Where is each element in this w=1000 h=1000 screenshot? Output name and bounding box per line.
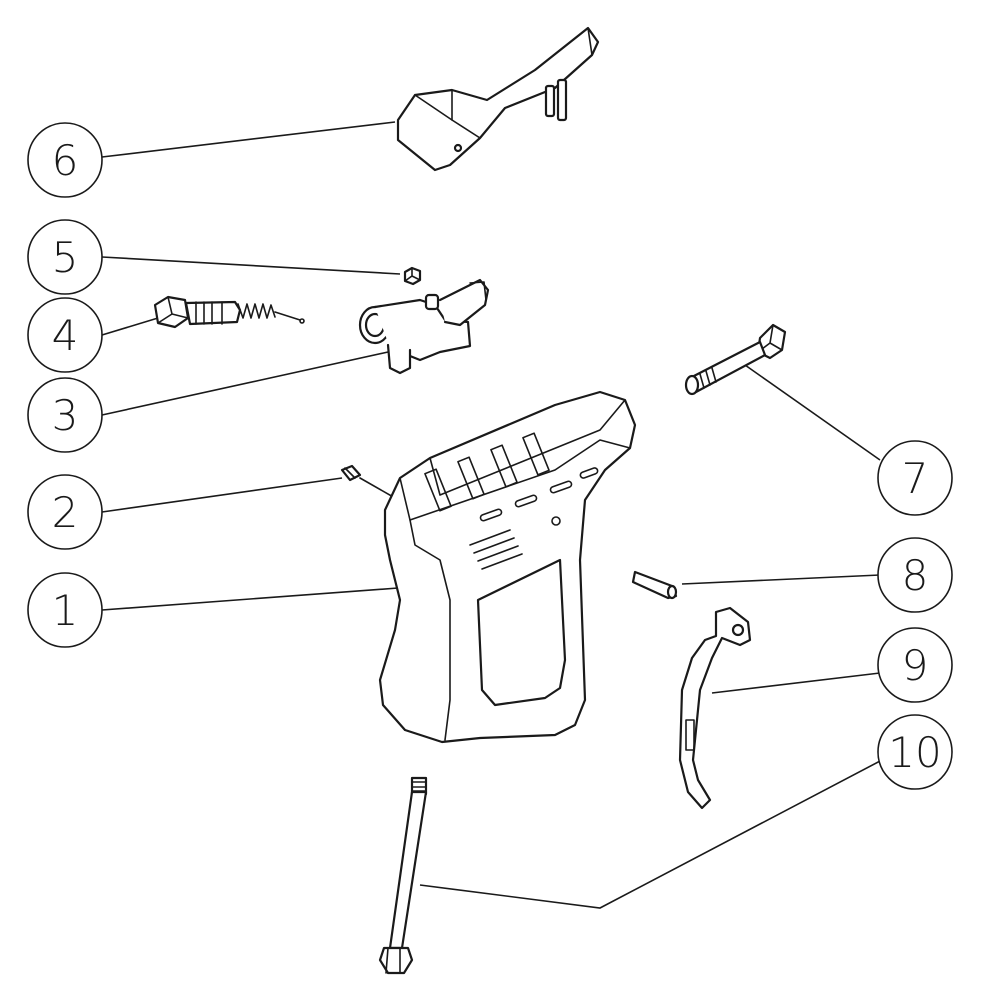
part-10-tube [378,776,428,975]
balloon-7: 7 [877,440,953,516]
part-7-inlet-fitting [684,323,787,396]
balloon-label-8: 8 [902,551,929,600]
leader-4 [101,317,159,336]
part-2-screw [340,464,396,499]
part-1-handle-body [378,390,637,744]
balloon-label-7: 7 [902,454,929,503]
warning-label-lines [469,529,523,570]
balloon-6: 6 [27,122,103,198]
part-4-valve-stem [153,295,305,329]
balloon-label-2: 2 [52,488,79,537]
balloon-label-1: 1 [52,586,79,635]
leader-5 [101,256,401,275]
part-8-pin [631,570,678,600]
leader-8 [681,574,881,585]
balloon-2: 2 [27,474,103,550]
balloon-label-3: 3 [52,391,79,440]
balloon-label-6: 6 [52,136,79,185]
balloon-label-5: 5 [52,233,79,282]
balloon-label-9: 9 [902,641,929,690]
leader-lines [101,121,883,909]
balloon-3: 3 [27,377,103,453]
balloon-label-10: 10 [888,728,941,777]
leader-10 [419,759,883,909]
part-3-valve-body [358,278,490,375]
balloon-4: 4 [27,297,103,373]
part-6-trigger-cover [396,26,600,172]
balloon-10: 10 [877,714,953,790]
balloon-8: 8 [877,537,953,613]
leader-9 [711,672,881,694]
part-9-trigger-lever [678,606,752,810]
balloon-5: 5 [27,219,103,295]
balloon-label-4: 4 [52,311,79,360]
balloon-1: 1 [27,572,103,648]
leader-2 [101,477,343,513]
leader-3 [101,351,389,416]
part-5-nut [403,266,422,286]
balloon-9: 9 [877,627,953,703]
leader-7 [744,364,881,461]
leader-1 [101,587,399,611]
leader-6 [101,121,396,158]
